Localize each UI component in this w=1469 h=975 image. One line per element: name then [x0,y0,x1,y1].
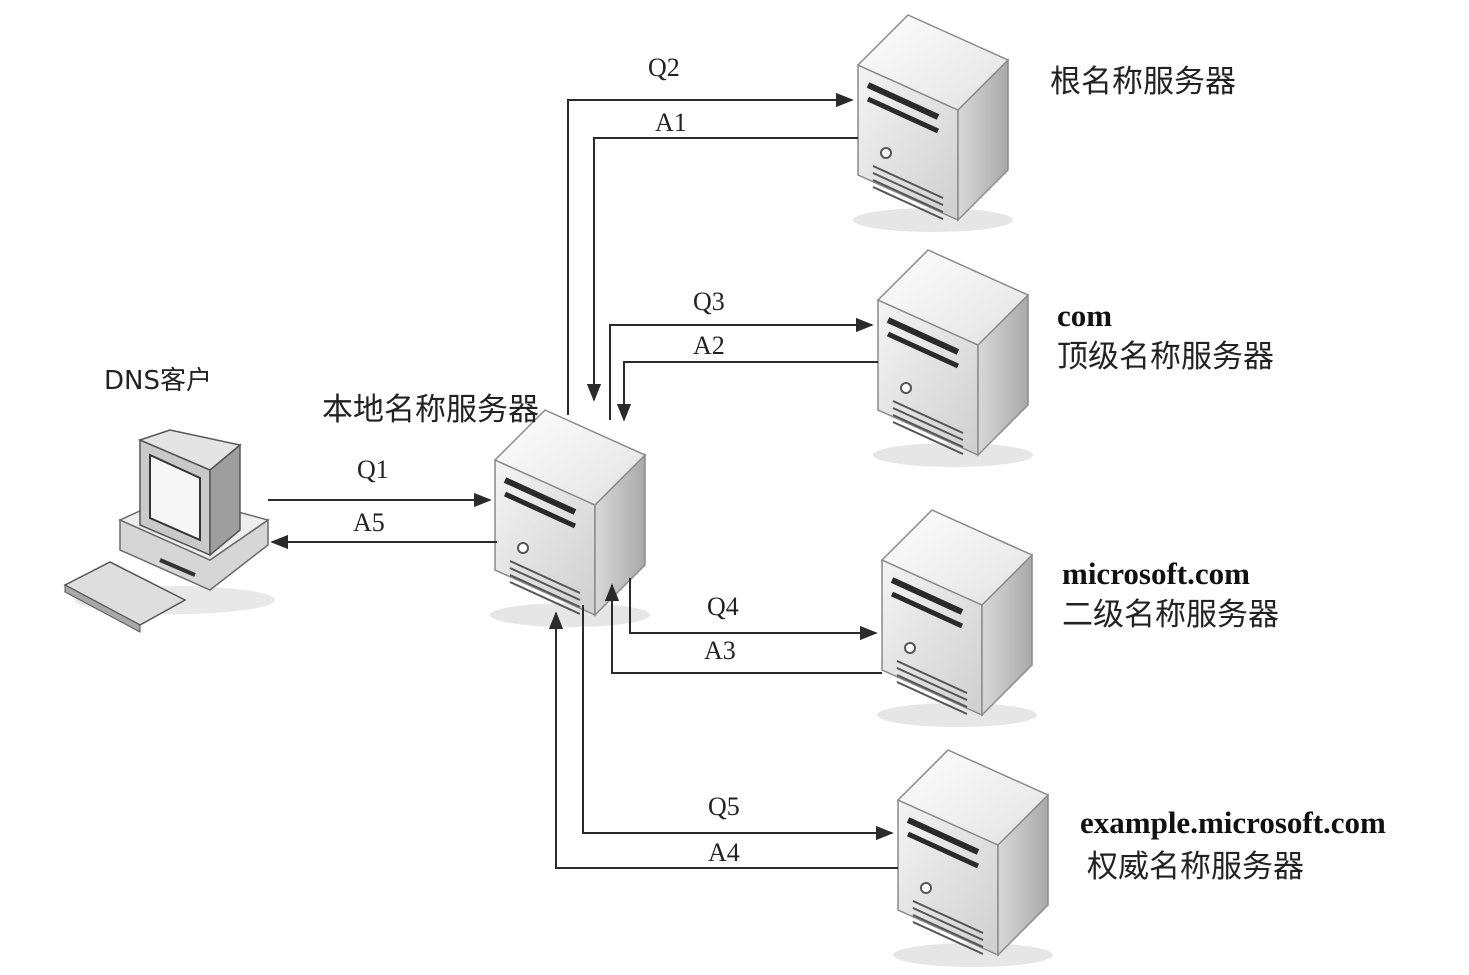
label-a5: A5 [353,508,385,537]
root-server-label: 根名称服务器 [1050,64,1236,100]
arrow-q5 [582,605,894,841]
arrow-a1 [586,137,858,402]
com-server-icon [873,250,1033,467]
label-a1: A1 [655,108,687,137]
root-server-icon [853,15,1013,232]
label-a2: A2 [693,331,725,360]
dns-client-computer-icon [63,429,275,633]
local-server-icon [490,410,650,627]
second-level-server-label: 二级名称服务器 [1062,597,1279,633]
local-server-label: 本地名称服务器 [322,392,539,428]
arrow-q3 [609,317,874,420]
dns-client-label: DNS客户 [104,366,212,396]
label-a4: A4 [708,838,740,867]
arrow-q2 [567,92,854,415]
arrow-q4 [629,578,878,641]
example-server-icon [893,750,1053,967]
com-domain-label: com [1057,298,1113,333]
authoritative-server-label: 权威名称服务器 [1087,849,1304,885]
arrow-a2 [616,361,878,422]
label-q4: Q4 [707,592,739,621]
label-q3: Q3 [693,287,725,316]
tld-server-label: 顶级名称服务器 [1057,339,1274,375]
label-q2: Q2 [648,53,680,82]
arrow-a3 [604,583,882,674]
label-q1: Q1 [357,455,389,484]
microsoft-server-icon [877,510,1037,727]
arrow-a4 [548,611,898,869]
microsoft-domain-label: microsoft.com [1062,556,1250,591]
example-domain-label: example.microsoft.com [1080,805,1386,840]
label-q5: Q5 [708,792,740,821]
label-a3: A3 [704,636,736,665]
